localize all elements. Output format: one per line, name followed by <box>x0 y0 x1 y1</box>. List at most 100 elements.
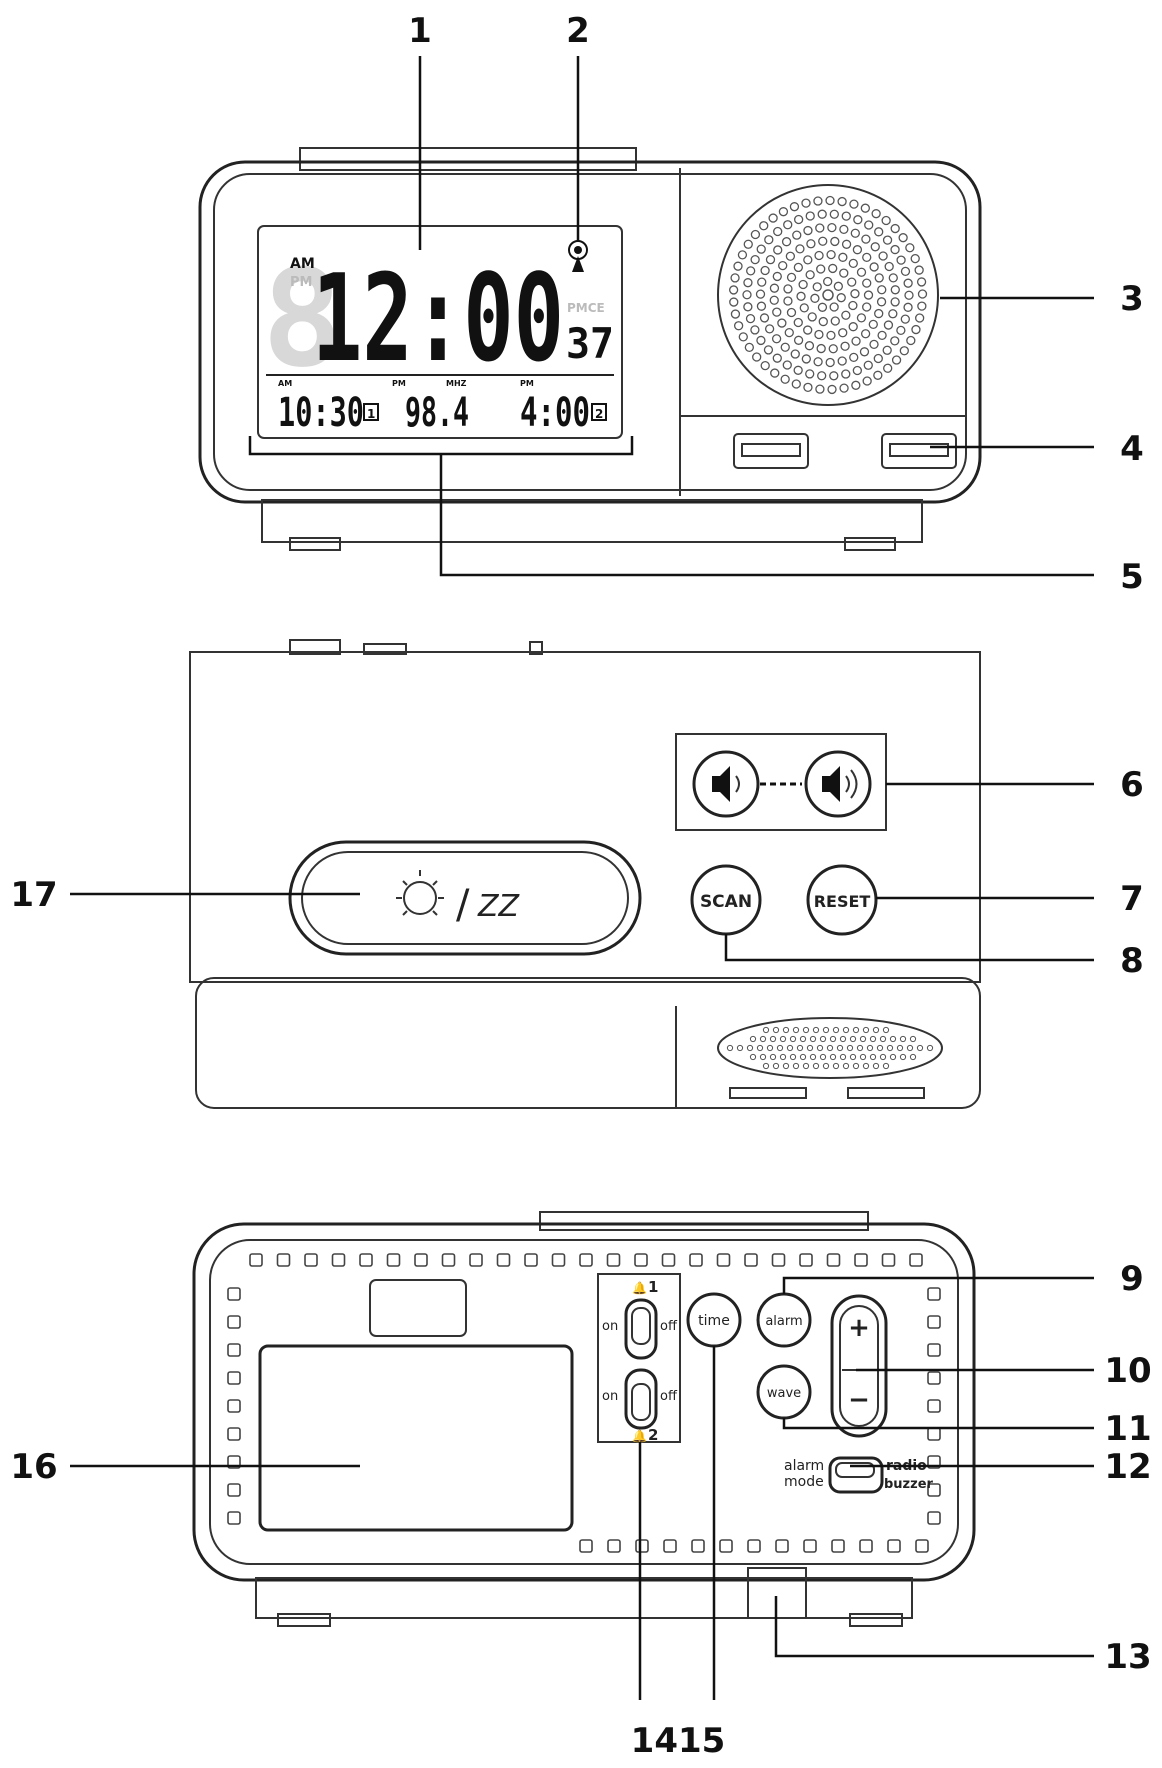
top-speaker-hole <box>872 1062 880 1070</box>
alarm-mode-switch[interactable] <box>828 1456 884 1494</box>
usb-port-left[interactable] <box>733 433 809 469</box>
top-speaker-hole <box>802 1026 810 1034</box>
top-speaker-hole <box>822 1026 830 1034</box>
scan-label: SCAN <box>700 892 752 912</box>
top-speaker-hole <box>762 1026 770 1034</box>
speaker-hole <box>755 289 766 299</box>
top-speaker-hole <box>782 1062 790 1070</box>
speaker-hole <box>868 319 878 330</box>
callout-8: 8 <box>1120 941 1144 981</box>
top-speaker-hole <box>882 1026 890 1034</box>
vent-slot <box>691 1539 705 1553</box>
battery-latch[interactable] <box>369 1279 467 1337</box>
top-speaker-hole <box>826 1044 834 1052</box>
top-speaker-hole <box>776 1044 784 1052</box>
alarm1-switch[interactable] <box>624 1298 658 1360</box>
scan-button[interactable]: SCAN <box>690 864 762 936</box>
alarm-button[interactable]: alarm <box>756 1292 812 1348</box>
alarm2-bell-icon: 🔔 <box>632 1429 647 1443</box>
top-speaker-hole <box>862 1026 870 1034</box>
speaker-hole <box>856 313 867 323</box>
battery-compartment[interactable] <box>258 1344 574 1532</box>
speaker-hole <box>860 203 870 213</box>
top-view: SCAN RESET / ZZ <box>189 639 981 1109</box>
top-speaker-hole <box>759 1035 767 1043</box>
vent-slot <box>927 1427 941 1441</box>
top-speaker-hole <box>769 1035 777 1043</box>
vent-slot <box>227 1371 241 1385</box>
speaker-hole <box>864 220 874 230</box>
vent-slot <box>227 1483 241 1497</box>
vent-slot <box>775 1539 789 1553</box>
speaker-hole <box>910 253 920 264</box>
speaker-hole <box>733 321 744 331</box>
speaker-hole <box>801 198 811 208</box>
callout-5: 5 <box>1120 557 1144 597</box>
speaker-hole <box>793 262 804 273</box>
speaker-hole <box>801 354 811 364</box>
volume-up-button[interactable] <box>804 750 872 818</box>
speaker-hole <box>833 281 843 291</box>
alarm2-switch[interactable] <box>624 1368 658 1430</box>
top-speaker-hole <box>859 1035 867 1043</box>
top-speaker-hole <box>846 1044 854 1052</box>
vent-slot <box>661 1253 676 1267</box>
speaker-hole <box>757 277 767 287</box>
vent-slot <box>579 1253 593 1267</box>
speaker-hole <box>848 322 858 332</box>
top-speaker-hole <box>802 1062 810 1070</box>
speaker-hole <box>859 347 870 357</box>
speaker-hole <box>850 289 860 299</box>
speaker-hole <box>890 244 900 255</box>
speaker-hole <box>874 273 884 283</box>
speaker-hole <box>769 283 780 293</box>
plus-minus-rocker[interactable]: + − <box>830 1294 888 1438</box>
speaker-hole <box>781 237 792 247</box>
speaker-hole <box>742 290 752 300</box>
top-speaker-hole <box>766 1044 774 1052</box>
snooze-light-button[interactable]: / ZZ <box>288 840 642 956</box>
top-speaker-hole <box>799 1053 807 1061</box>
speaker-hole <box>814 250 824 261</box>
speaker-hole <box>873 353 883 364</box>
speaker-hole <box>883 363 893 373</box>
speaker-hole <box>825 357 835 368</box>
speaker-hole <box>743 239 753 249</box>
alarm-label: alarm <box>765 1314 802 1329</box>
vent-slot <box>887 1539 901 1553</box>
speaker-hole <box>817 371 827 381</box>
lcd-alarm2-badge: 2 <box>595 407 603 421</box>
vent-slot <box>859 1539 873 1553</box>
callout-3: 3 <box>1120 279 1144 319</box>
top-speaker-hole <box>849 1035 857 1043</box>
speaker-hole <box>746 266 756 276</box>
minus-label: − <box>848 1385 870 1415</box>
vent-slot <box>744 1253 758 1267</box>
reset-button[interactable]: RESET <box>806 864 878 936</box>
time-button[interactable]: time <box>686 1292 742 1348</box>
speaker-hole <box>851 380 861 390</box>
volume-down-button[interactable] <box>692 750 760 818</box>
speaker-hole <box>917 289 928 299</box>
speaker-hole <box>830 236 840 247</box>
vent-slot <box>663 1539 677 1553</box>
speaker-hole <box>750 229 761 240</box>
wave-button[interactable]: wave <box>756 1364 812 1420</box>
speaker-hole <box>871 209 881 219</box>
top-speaker-hole <box>879 1053 887 1061</box>
speaker-hole <box>862 278 872 288</box>
callout-16: 16 <box>10 1447 57 1487</box>
alarm1-off-label: off <box>660 1319 678 1334</box>
top-speaker-hole <box>926 1044 934 1052</box>
speaker-hole <box>730 309 741 319</box>
vent-slot <box>803 1539 817 1553</box>
speaker-hole <box>890 223 900 234</box>
speaker-hole <box>853 215 863 225</box>
speaker-hole <box>759 221 769 231</box>
speaker-hole <box>784 327 794 338</box>
usb-port-right[interactable] <box>881 433 957 469</box>
speaker-hole <box>760 265 770 276</box>
speaker-hole <box>862 376 872 386</box>
back-foot-left <box>277 1613 331 1627</box>
speaker-hole <box>823 276 833 287</box>
